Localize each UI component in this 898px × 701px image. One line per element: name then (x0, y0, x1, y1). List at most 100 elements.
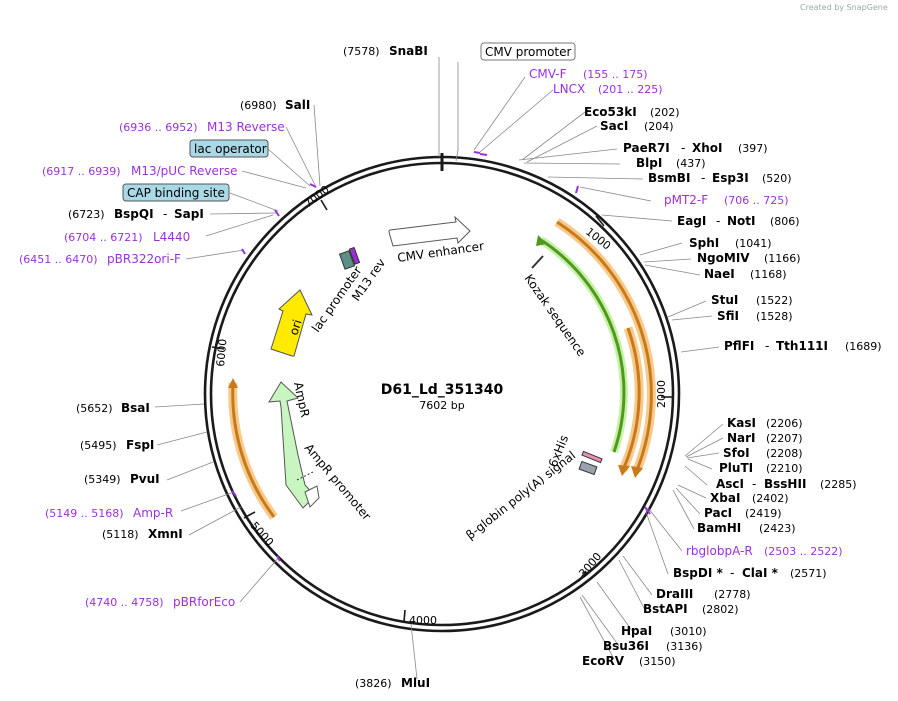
plasmid-size: 7602 bp (419, 399, 464, 412)
site-bamhi: BamHI (2423) (697, 521, 796, 535)
sites-right-0-pos-text: (202) (650, 106, 680, 119)
ampr-promoter-arrow (304, 485, 320, 508)
site-blpi: BlpI(437) (636, 156, 706, 170)
sites-right-21-name-text: DraIII (656, 587, 693, 601)
sites-right-13-name-text: NarI (727, 431, 756, 445)
ori-arrow (270, 289, 313, 357)
sites-right-16-sep-text: - (752, 477, 756, 491)
primers-8-name-text: Amp-R (133, 506, 173, 520)
sites-right-18-name-text: PacI (704, 506, 732, 520)
primer-pbr322ori-f: (6451 .. 6470)pBR322ori-F (19, 252, 181, 266)
sites-right-19-name-text: BamHI (697, 521, 741, 535)
primers-2-name-text: pMT2-F (664, 193, 708, 207)
primer-lncx: LNCX(201 .. 225) (553, 82, 663, 96)
sites-right-12-name-text: KasI (727, 416, 756, 430)
sites-right-4-name2-text: Esp3I (712, 171, 749, 185)
polya-signal-box (578, 460, 598, 476)
sites-left-2-name2-text: SapI (174, 207, 204, 221)
primers-4-range-text: (6936 .. 6952) (119, 121, 198, 134)
primers-7-range-text: (6451 .. 6470) (19, 253, 98, 266)
sites-right-16-pos-text: (2285) (820, 478, 857, 491)
primer-pbrforeco: (4740 .. 4758)pBRforEco (85, 595, 235, 609)
primer-labels: CMV-F(155 .. 175) LNCX(201 .. 225) pMT2-… (19, 67, 843, 609)
sites-right-11-pos-text: (1689) (845, 340, 882, 353)
sites-right-5-name-text: EagI (677, 214, 706, 228)
site-snabi: (7578)SnaBI (343, 44, 428, 58)
plasmid-backbone (203, 153, 681, 633)
sites-right-8-name-text: NaeI (704, 267, 735, 281)
sites-right-22-name-text: BstAPI (643, 602, 688, 616)
sites-right-20-name2-text: ClaI * (742, 566, 779, 580)
site-fspi: (5495) FspI (80, 438, 154, 452)
site-bsu36i: Bsu36I (3136) (603, 639, 703, 653)
site-nari: NarI (2207) (727, 431, 803, 445)
feature-label-polya: β-globin poly(A) signal (463, 448, 578, 542)
primers-2-range-text: (706 .. 725) (724, 194, 789, 207)
primers-5-name-text: M13/pUC Reverse (131, 164, 238, 178)
site-bsai: (5652)BsaI (76, 401, 150, 415)
sites-right-10-pos-text: (1528) (756, 310, 793, 323)
sites-left-2-sep-text: - (163, 207, 167, 221)
sites-right-9-name-text: StuI (711, 293, 738, 307)
feature-label-ori: ori (287, 318, 305, 337)
site-hpai: HpaI(3010) (621, 624, 707, 638)
sites-right-2-pos-text: (397) (738, 142, 768, 155)
cmv-enhancer-arrow (388, 215, 471, 247)
tick-label-3000: 3000 (576, 550, 604, 580)
plasmid-name: D61_Ld_351340 (381, 382, 504, 398)
sites-right-23-pos-text: (3010) (670, 625, 707, 638)
ampr-arrow (268, 381, 316, 509)
site-asci-bsshii: AscI-BssHII(2285) (716, 477, 857, 491)
sites-right-11-name-text: PflFI (724, 339, 754, 353)
sites-right-24-name-text: Bsu36I (603, 639, 649, 653)
site-bspqi-sapi: (6723)BspQI-SapI (68, 207, 204, 221)
sites-right-24-pos-text: (3136) (666, 640, 703, 653)
lac-promoter-box (338, 250, 356, 270)
primers-0-range-text: (155 .. 175) (583, 68, 648, 81)
site-ecorv: EcoRV(3150) (582, 654, 676, 668)
sites-right-13-pos-text: (2207) (766, 432, 803, 445)
sites-left-3-name-text: BsaI (121, 401, 150, 415)
sites-right-6-name-text: SphI (689, 236, 719, 250)
sites-right-4-pos-text: (520) (762, 172, 792, 185)
sites-right-1-name-text: SacI (600, 119, 628, 133)
primers-6-name-text: L4440 (153, 230, 190, 244)
sites-left-5-pos-text: (5349) (84, 473, 121, 486)
sites-right-0-name-text: Eco53kI (584, 105, 637, 119)
sites-right-22-pos-text: (2802) (702, 603, 739, 616)
sites-left-7-pos-text: (3826) (355, 677, 392, 690)
sites-left-4-name-text: FspI (126, 438, 154, 452)
sites-right-20-name-text: BspDI * (673, 566, 723, 580)
primers-9-name-text: pBRforEco (173, 595, 235, 609)
sites-right-2-sep-text: - (681, 141, 685, 155)
tick-label-2000: 2000 (655, 380, 668, 408)
sites-right-10-name-text: SfiI (717, 309, 739, 323)
site-sali: (6980) SalI (240, 98, 310, 112)
site-pflfi-tth111i: PflFI-Tth111I(1689) (724, 339, 882, 353)
sites-right-14-pos-text: (2208) (766, 447, 803, 460)
site-paer7i-xhoi: PaeR7I-XhoI(397) (623, 141, 768, 155)
site-pvui: (5349)PvuI (84, 472, 160, 486)
sites-right-20-sep-text: - (730, 566, 734, 580)
sites-right-5-pos-text: (806) (770, 215, 800, 228)
tick-label-6000: 6000 (214, 338, 229, 367)
sites-left-1-pos-text: (6980) (240, 99, 277, 112)
cmv-promoter-box (480, 42, 576, 61)
site-ngomiv: NgoMIV(1166) (697, 251, 801, 265)
sites-right-11-sep-text: - (765, 339, 769, 353)
sites-left-2-name-text: BspQI (114, 207, 154, 221)
sites-left-6-pos-text: (5118) (102, 528, 139, 541)
primers-4-name-text: M13 Reverse (207, 120, 285, 134)
sites-left-4-pos-text: (5495) (80, 439, 117, 452)
sites-right-21-pos-text: (2778) (714, 588, 751, 601)
sites-right-17-pos-text: (2402) (752, 492, 789, 505)
sites-right-19-pos-text: (2423) (759, 522, 796, 535)
site-stui: StuI(1522) (711, 293, 793, 307)
boxed-labels: CMV promoter lac operator CAP binding si… (122, 42, 576, 202)
sites-left-0-pos-text: (7578) (343, 45, 380, 58)
primer-rbglobpa-r: rbglobpA-R(2503 .. 2522) (686, 544, 843, 558)
sites-left-1-name-text: SalI (285, 98, 310, 112)
site-pluti: PluTI(2210) (719, 461, 803, 475)
site-draiii: DraIII (2778) (656, 587, 751, 601)
sites-right-14-name-text: SfoI (723, 446, 750, 460)
